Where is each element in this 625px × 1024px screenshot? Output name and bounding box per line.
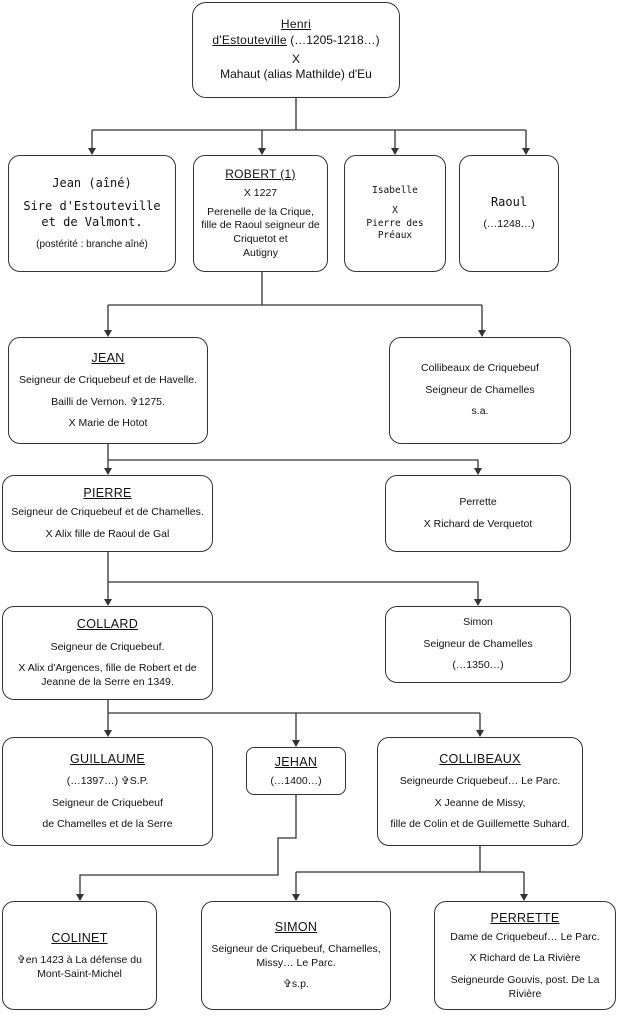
- name-raoul: Raoul: [490, 194, 528, 209]
- name-jehan: JEHAN: [274, 754, 318, 769]
- collibeaux-line3: fille de Colin et de Guillemette Suhard.: [390, 818, 570, 831]
- simon-sibling-line3: (…1350…): [452, 659, 504, 672]
- spouse-henri: Mahaut (alias Mathilde) d'Eu: [220, 67, 372, 82]
- simon-sibling-line2: Seigneur de Chamelles: [423, 637, 533, 650]
- node-jean: JEAN Seigneur de Criquebeuf et de Havell…: [8, 337, 208, 444]
- name-robert: ROBERT (1): [225, 166, 296, 181]
- name-henri-line2: d'Estouteville: [212, 32, 287, 47]
- name-guillaume: GUILLAUME: [70, 751, 145, 766]
- marriage-symbol: X: [291, 51, 300, 66]
- spouse-robert: Perenelle de la Crique, fille de Raoul s…: [201, 205, 320, 246]
- marriage-robert: X 1227: [243, 187, 278, 200]
- link-to-perrette: [108, 459, 482, 475]
- collard-line1: Seigneur de Criquebeuf.: [50, 640, 165, 653]
- collibeaux-line2: X Jeanne de Missy,: [434, 796, 526, 809]
- dates-henri: (…1205-1218…): [290, 32, 380, 47]
- jehan-line1: (…1400…): [270, 774, 322, 787]
- node-robert: ROBERT (1) X 1227 Perenelle de la Crique…: [193, 155, 328, 272]
- guillaume-line1: (…1397…) ✞S.P.: [66, 775, 149, 788]
- perrette-sibling-line1: Perrette: [459, 495, 497, 508]
- node-simon: SIMON Seigneur de Criquebeuf, Chamelles,…: [201, 901, 391, 1010]
- perrette-line2: X Richard de La Rivière: [469, 952, 581, 965]
- node-collard: COLLARD Seigneur de Criquebeuf. X Alix d…: [2, 606, 213, 700]
- name-collibeaux: COLLIBEAUX: [439, 751, 521, 766]
- node-henri: Henri d'Estouteville (…1205-1218…) X Mah…: [192, 2, 400, 98]
- collibeaux-sa-line3: s.a.: [471, 405, 489, 418]
- name-pierre: PIERRE: [83, 486, 132, 501]
- dates-raoul: (…1248…): [483, 218, 535, 231]
- node-perrette-sibling: Perrette X Richard de Verquetot: [385, 475, 571, 552]
- name-simon: SIMON: [274, 919, 318, 934]
- node-pierre: PIERRE Seigneur de Criquebeuf et de Cham…: [2, 475, 213, 552]
- simon-line2: ✞s.p.: [283, 978, 309, 991]
- perrette-line1: Dame de Criquebeuf… Le Parc.: [450, 930, 600, 943]
- name-collard: COLLARD: [76, 617, 139, 632]
- title-jean-aine: Sire d'Estouteville et de Valmont.: [23, 199, 161, 229]
- guillaume-line3: de Chamelles et de la Serre: [42, 818, 173, 831]
- pierre-line1: Seigneur de Criquebeuf et de Chamelles.: [11, 506, 204, 519]
- node-guillaume: GUILLAUME (…1397…) ✞S.P. Seigneur de Cri…: [2, 737, 213, 846]
- collard-line2: X Alix d'Argences, fille de Robert et de…: [18, 662, 197, 688]
- name-isabelle: Isabelle: [372, 184, 418, 196]
- link-to-simon: [108, 581, 482, 606]
- name-jean: JEAN: [91, 350, 125, 365]
- collibeaux-sa-line1: Collibeaux de Criquebeuf: [421, 362, 539, 375]
- perrette-sibling-line2: X Richard de Verquetot: [423, 517, 533, 530]
- marriage-isabelle: X: [392, 205, 398, 217]
- name-henri-line1: Henri: [280, 17, 312, 32]
- node-jehan: JEHAN (…1400…): [246, 747, 346, 795]
- name-colinet: COLINET: [51, 930, 108, 945]
- spouse-isabelle: Pierre des Préaux: [366, 217, 424, 241]
- simon-line1: Seigneur de Criquebeuf, Chamelles, Missy…: [211, 943, 381, 969]
- link-jehan-colinet: [76, 795, 297, 901]
- simon-sibling-line1: Simon: [463, 616, 493, 629]
- link-collard-bus: [107, 700, 480, 714]
- node-perrette: PERRETTE Dame de Criquebeuf… Le Parc. X …: [434, 901, 616, 1010]
- name-perrette: PERRETTE: [490, 910, 560, 925]
- note-jean-aine: (postérité : branche aîné): [36, 239, 148, 251]
- name-jean-aine: Jean (aîné): [52, 175, 132, 190]
- node-simon-sibling: Simon Seigneur de Chamelles (…1350…): [385, 606, 571, 683]
- jean-line2: Bailli de Vernon. ✞1275.: [51, 395, 165, 408]
- node-colinet: COLINET ✞en 1423 à La défense du Mont-Sa…: [2, 901, 157, 1010]
- node-raoul: Raoul (…1248…): [459, 155, 559, 272]
- guillaume-line2: Seigneur de Criquebeuf: [52, 796, 163, 809]
- collibeaux-line1: Seigneurde Criquebeuf… Le Parc.: [399, 775, 561, 788]
- link-root-bus: [92, 98, 526, 131]
- node-collibeaux-sa: Collibeaux de Criquebeuf Seigneur de Cha…: [389, 337, 571, 444]
- jean-line3: X Marie de Hotot: [68, 417, 148, 430]
- node-jean-aine: Jean (aîné) Sire d'Estouteville et de Va…: [8, 155, 176, 272]
- node-collibeaux: COLLIBEAUX Seigneurde Criquebeuf… Le Par…: [377, 737, 583, 846]
- jean-line1: Seigneur de Criquebeuf et de Havelle.: [18, 374, 198, 387]
- link-robert-bus: [108, 272, 482, 306]
- colinet-line1: ✞en 1423 à La défense du Mont-Saint-Mich…: [17, 953, 142, 980]
- spouse-robert-end: Autigny: [242, 246, 279, 259]
- perrette-line3: Seigneurde Gouvis, post. De La Rivière: [450, 974, 600, 1000]
- node-isabelle: Isabelle X Pierre des Préaux: [344, 155, 446, 272]
- pierre-line2: X Alix fille de Raoul de Gal: [45, 528, 170, 541]
- collibeaux-sa-line2: Seigneur de Chamelles: [425, 383, 535, 396]
- link-collibeaux-bus: [296, 846, 524, 873]
